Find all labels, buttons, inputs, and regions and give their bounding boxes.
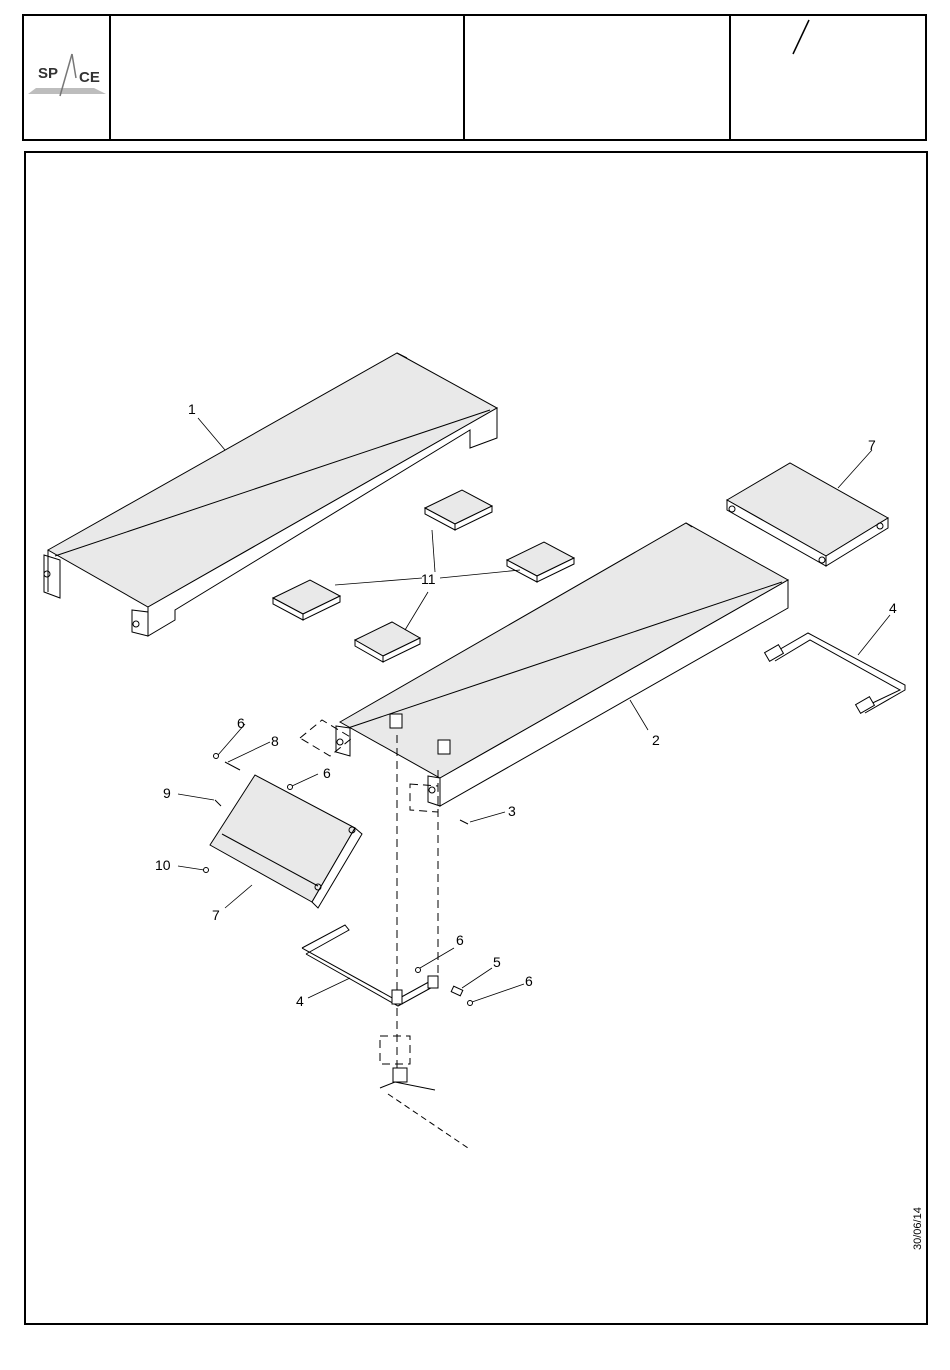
callout-6-a: 6 — [237, 715, 245, 731]
callout-7-left: 7 — [212, 907, 220, 923]
handle-4-lower — [302, 925, 438, 1006]
callout-7-top: 7 — [868, 437, 876, 453]
callout-9: 9 — [163, 785, 171, 801]
callout-4-lower: 4 — [296, 993, 304, 1009]
callout-6-d: 6 — [525, 973, 533, 989]
platform-1 — [44, 353, 497, 636]
callout-5: 5 — [493, 954, 501, 970]
date-label: 30/06/14 — [912, 1190, 926, 1250]
callout-10: 10 — [155, 857, 171, 873]
callout-1: 1 — [188, 401, 196, 417]
handle-4-right — [765, 633, 905, 713]
callout-11: 11 — [421, 571, 436, 587]
callout-6-c: 6 — [456, 932, 464, 948]
callout-3: 3 — [508, 803, 516, 819]
base-fragment — [380, 1068, 468, 1148]
callout-6-b: 6 — [323, 765, 331, 781]
ramp-7-top — [727, 463, 888, 566]
callout-8: 8 — [271, 733, 279, 749]
callout-4-right: 4 — [889, 600, 897, 616]
callout-2: 2 — [652, 732, 660, 748]
ramp-7-left — [210, 775, 362, 908]
